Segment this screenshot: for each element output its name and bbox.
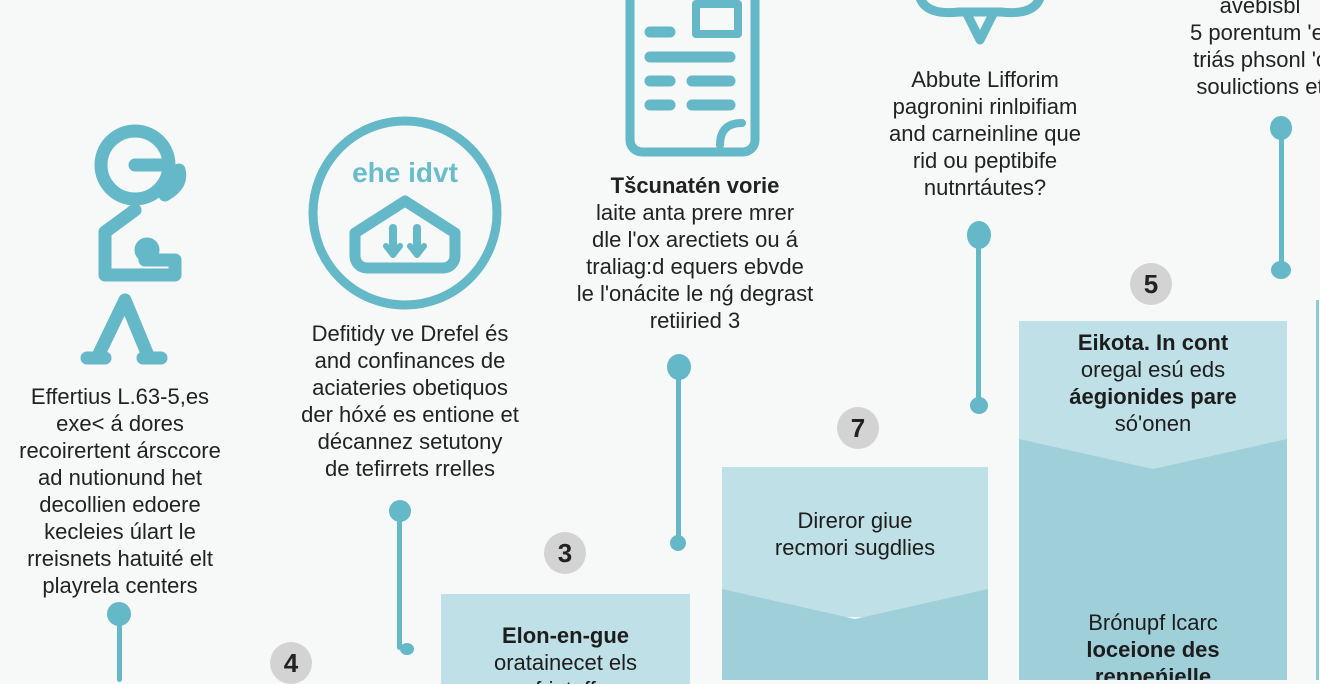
connector-end bbox=[670, 535, 686, 551]
step-panel-7: Direror giue recmori sugdlies bbox=[722, 467, 988, 680]
step-badge-4: 4 bbox=[270, 642, 312, 684]
connector-line bbox=[676, 366, 681, 542]
step-panel-5: Eikota. In cont oregal esú eds áegionide… bbox=[1019, 321, 1287, 680]
connector-line bbox=[1279, 128, 1284, 270]
right-edge-line bbox=[1316, 300, 1319, 680]
connector-line bbox=[976, 236, 981, 406]
connector-end bbox=[970, 397, 988, 414]
step-badge-3: 3 bbox=[544, 532, 586, 574]
ribbon-knot-icon bbox=[905, 0, 1055, 48]
step-description-col1: Effertius L.63-5,es exe< á dores recoire… bbox=[19, 384, 221, 598]
circle-badge-label: ehe idvt bbox=[352, 157, 458, 188]
connector-line bbox=[397, 510, 402, 650]
connector-end bbox=[400, 643, 414, 655]
step-panel-3: Elon-en-gue oratainecet els frintaff bbox=[441, 594, 690, 684]
circle-house-download-icon: ehe idvt bbox=[305, 113, 505, 313]
step-badge-5: 5 bbox=[1130, 263, 1172, 305]
clipboard-document-icon bbox=[620, 0, 765, 160]
connector-line bbox=[117, 612, 122, 682]
step-description-col4: Abbute Lifforim pagronini rinlɒifiam and… bbox=[888, 67, 1082, 200]
connector-end bbox=[1271, 261, 1291, 279]
step-badge-7: 7 bbox=[837, 407, 879, 449]
step-description-col5: avebisbl 5 porentum 'et triás phsonl 'c … bbox=[1190, 0, 1320, 99]
step-description-col3: Tšcunatén vorie laite anta prere mrer dl… bbox=[576, 173, 814, 333]
step-description-col2: Defitidy ve Drefel és and confinances de… bbox=[301, 321, 519, 481]
walking-person-icon bbox=[75, 120, 195, 370]
